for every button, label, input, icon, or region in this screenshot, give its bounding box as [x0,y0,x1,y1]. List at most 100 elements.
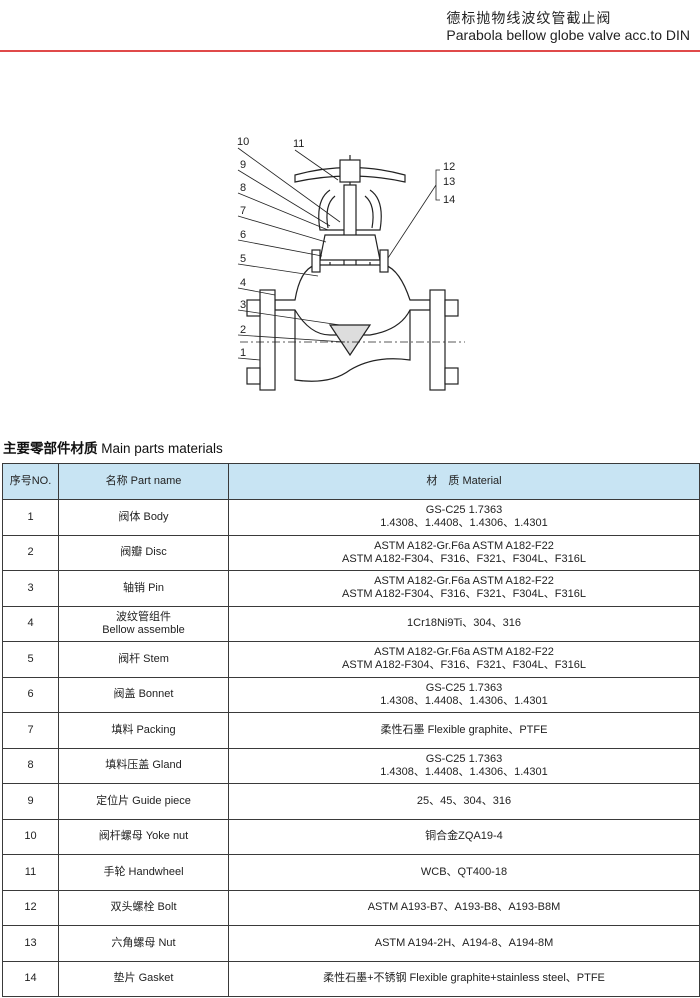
drawing-label-12: 12 [443,161,455,173]
cell-material-line: ASTM A182-Gr.F6a ASTM A182-F22 [374,646,554,659]
cell-no: 5 [2,641,59,678]
drawing-label-14: 14 [443,194,455,206]
cell-no: 10 [2,818,59,855]
cell-part-name-line: 双头螺栓 Bolt [110,901,177,914]
cell-part-name: 阀杆 Stem [58,641,229,678]
cell-no: 11 [2,854,59,891]
cell-material-line: 铜合金ZQA19-4 [425,830,503,843]
cell-material: ASTM A194-2H、A194-8、A194-8M [228,925,700,962]
drawing-label-9: 9 [240,159,246,171]
cell-part-name-line: 垫片 Gasket [113,972,174,985]
cell-part-name-line: 定位片 Guide piece [96,794,191,807]
table-header-row: 序号NO. 名称 Part name 材 质 Material [2,463,700,500]
cell-part-name-line: 六角螺母 Nut [111,936,176,949]
cell-part-name: 定位片 Guide piece [58,783,229,820]
drawing-label-7: 7 [240,205,246,217]
drawing-label-5: 5 [240,253,246,265]
header-no: 序号NO. [2,463,59,500]
cell-no: 14 [2,960,59,997]
table-row: 12 双头螺栓 Bolt ASTM A193-B7、A193-B8、A193-B8M [2,889,700,926]
cell-material-line: ASTM A194-2H、A194-8、A194-8M [374,936,554,949]
cell-part-name-line: 波纹管组件 [116,610,171,623]
table-row: 7 填料 Packing 柔性石墨 Flexible graphite、PTFE [2,712,700,749]
cell-part-name-line: 轴销 Pin [123,581,164,594]
cell-no: 6 [2,676,59,713]
cell-material-line: ASTM A182-Gr.F6a ASTM A182-F22 [374,539,554,552]
cell-part-name-line: 阀体 Body [118,510,169,523]
cell-material-line: GS-C25 1.7363 [425,752,503,765]
drawing-label-13: 13 [443,176,455,188]
cell-material-line: 柔性石墨 Flexible graphite、PTFE [380,723,548,736]
cell-material: 25、45、304、316 [228,783,700,820]
cell-material-line: ASTM A182-F304、F316、F321、F304L、F316L [342,588,586,601]
cell-part-name: 填料压盖 Gland [58,747,229,784]
parts-materials-table: 序号NO. 名称 Part name 材 质 Material 1 阀体 Body… [2,463,700,997]
cell-material-line: 1.4308、1.4408、1.4306、1.4301 [380,765,548,778]
cell-no: 13 [2,925,59,962]
cell-material: ASTM A193-B7、A193-B8、A193-B8M [228,889,700,926]
cell-part-name: 填料 Packing [58,712,229,749]
cell-part-name-line: 填料 Packing [111,723,176,736]
cell-no: 7 [2,712,59,749]
drawing-label-2: 2 [240,324,246,336]
table-row: 11 手轮 Handwheel WCB、QT400-18 [2,854,700,891]
cell-material-line: 1.4308、1.4408、1.4306、1.4301 [380,694,548,707]
cell-material: 柔性石墨 Flexible graphite、PTFE [228,712,700,749]
cell-material-line: 1Cr18Ni9Ti、304、316 [407,617,521,630]
table-row: 14 垫片 Gasket 柔性石墨+不锈钢 Flexible graphite+st… [2,960,700,997]
cell-material-line: ASTM A182-Gr.F6a ASTM A182-F22 [374,575,554,588]
cell-part-name: 轴销 Pin [58,570,229,607]
cell-material: WCB、QT400-18 [228,854,700,891]
cell-material: 铜合金ZQA19-4 [228,818,700,855]
cell-part-name-line: 阀盖 Bonnet [113,688,174,701]
cell-part-name-line: Bellow assemble [102,623,185,636]
drawing-label-1: 1 [240,347,246,359]
cell-material: 1Cr18Ni9Ti、304、316 [228,605,700,642]
cell-part-name-line: 手轮 Handwheel [103,865,184,878]
cell-no: 1 [2,499,59,536]
cell-part-name: 阀体 Body [58,499,229,536]
drawing-label-6: 6 [240,229,246,241]
cell-no: 2 [2,534,59,571]
valve-drawing: 10 11 9 8 7 6 5 4 3 2 1 12 13 14 [237,136,465,391]
cell-material-line: GS-C25 1.7363 [425,504,503,517]
title-chinese: 德标抛物线波纹管截止阀 [446,10,612,26]
cell-no: 9 [2,783,59,820]
cell-material-line: 25、45、304、316 [416,794,512,807]
cell-part-name: 双头螺栓 Bolt [58,889,229,926]
cell-material-line: 柔性石墨+不锈钢 Flexible graphite+stainless ste… [323,972,605,985]
drawing-label-8: 8 [240,182,246,194]
cell-part-name: 手轮 Handwheel [58,854,229,891]
cell-part-name: 阀盖 Bonnet [58,676,229,713]
cell-part-name-line: 阀杆 Stem [118,652,169,665]
section-title-chinese: 主要零部件材质 [3,441,98,456]
drawing-label-3: 3 [240,299,246,311]
cell-material-line: ASTM A193-B7、A193-B8、A193-B8M [367,901,561,914]
header-divider [0,50,700,52]
cell-material-line: ASTM A182-F304、F316、F321、F304L、F316L [342,552,586,565]
cell-part-name: 阀杆螺母 Yoke nut [58,818,229,855]
cell-no: 12 [2,889,59,926]
cell-part-name: 六角螺母 Nut [58,925,229,962]
cell-part-name-line: 填料压盖 Gland [105,759,182,772]
cell-no: 8 [2,747,59,784]
drawing-label-11: 11 [293,138,304,150]
section-title: 主要零部件材质 Main parts materials [3,437,223,457]
cell-no: 3 [2,570,59,607]
